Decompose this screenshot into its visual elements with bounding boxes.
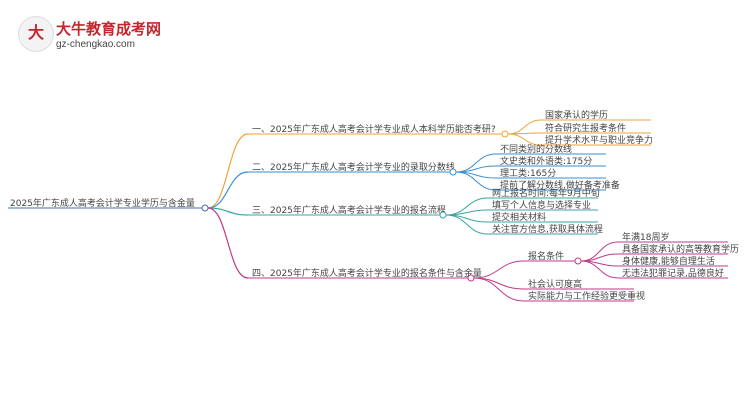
branch-3-dot — [439, 211, 447, 219]
root-node-dot — [201, 204, 209, 212]
branch-3-leaf-3: 提交相关材料 — [492, 211, 546, 223]
branch-2-dot — [449, 168, 457, 176]
branch-4-label: 四、2025年广东成人高考会计学专业的报名条件与含金量 — [252, 267, 482, 279]
site-logo[interactable]: 大 大牛教育成考网 gz-chengkao.com — [18, 14, 168, 56]
branch-4-leaf-2: 社会认可度高 — [528, 278, 582, 290]
branch-1-leaf-1: 国家承认的学历 — [545, 109, 608, 121]
branch-3-leaf-1: 网上报名时间:每年9月中旬 — [492, 187, 600, 199]
logo-domain: gz-chengkao.com — [56, 39, 135, 50]
branch-4-sub-label: 报名条件 — [528, 250, 564, 262]
sub-leaf-2: 具备国家承认的高等教育学历 — [622, 243, 739, 255]
branch-1-dot — [501, 130, 509, 138]
branch-4-sub-connector — [473, 260, 525, 279]
sub-leaf-1: 年满18周岁 — [622, 231, 669, 243]
branch-2-leaf-4-connector — [455, 171, 606, 191]
branch-4-leaf-3-connector — [473, 277, 634, 302]
branch-2-connector — [207, 171, 249, 209]
branch-3-leaf-4-connector — [445, 214, 598, 235]
branch-3-connector — [207, 207, 249, 216]
root-node-label: 2025年广东成人高考会计学专业学历与含金量 — [10, 197, 195, 209]
branch-1-leaf-3: 提升学术水平与职业竞争力 — [545, 134, 653, 146]
branch-4-sub-dot — [574, 257, 582, 265]
branch-2-leaf-1: 不同类别的分数线 — [500, 143, 572, 155]
branch-1-leaf-3-connector — [507, 133, 651, 146]
branch-3-leaf-2: 填写个人信息与选择专业 — [492, 199, 591, 211]
branch-3-label: 三、2025年广东成人高考会计学专业的报名流程 — [252, 204, 446, 216]
branch-4-dot — [467, 274, 475, 282]
branch-1-connector — [207, 133, 249, 209]
branch-2-leaf-4: 提前了解分数线,做好备考准备 — [500, 179, 620, 191]
sub-leaf-3: 身体健康,能够自理生活 — [622, 255, 715, 267]
branch-4-connector — [207, 207, 249, 279]
logo-brand: 大牛教育成考网 — [56, 20, 162, 38]
branch-2-leaf-3: 理工类:165分 — [500, 167, 556, 179]
branch-1-leaf-2: 符合研究生报考条件 — [545, 122, 626, 134]
sub-leaf-4-connector — [580, 260, 728, 279]
branch-1-label: 一、2025年广东成人高考会计学专业成人本科学历能否考研? — [252, 123, 496, 135]
branch-2-leaf-2: 文史类和外语类:175分 — [500, 155, 592, 167]
sub-leaf-4: 无违法犯罪记录,品德良好 — [622, 267, 724, 279]
branch-3-leaf-4: 关注官方信息,获取具体流程 — [492, 223, 603, 235]
logo-mark-icon: 大 — [18, 16, 54, 52]
branch-4-leaf-3: 实际能力与工作经验更受重视 — [528, 290, 645, 302]
branch-2-label: 二、2025年广东成人高考会计学专业的录取分数线 — [252, 161, 455, 173]
